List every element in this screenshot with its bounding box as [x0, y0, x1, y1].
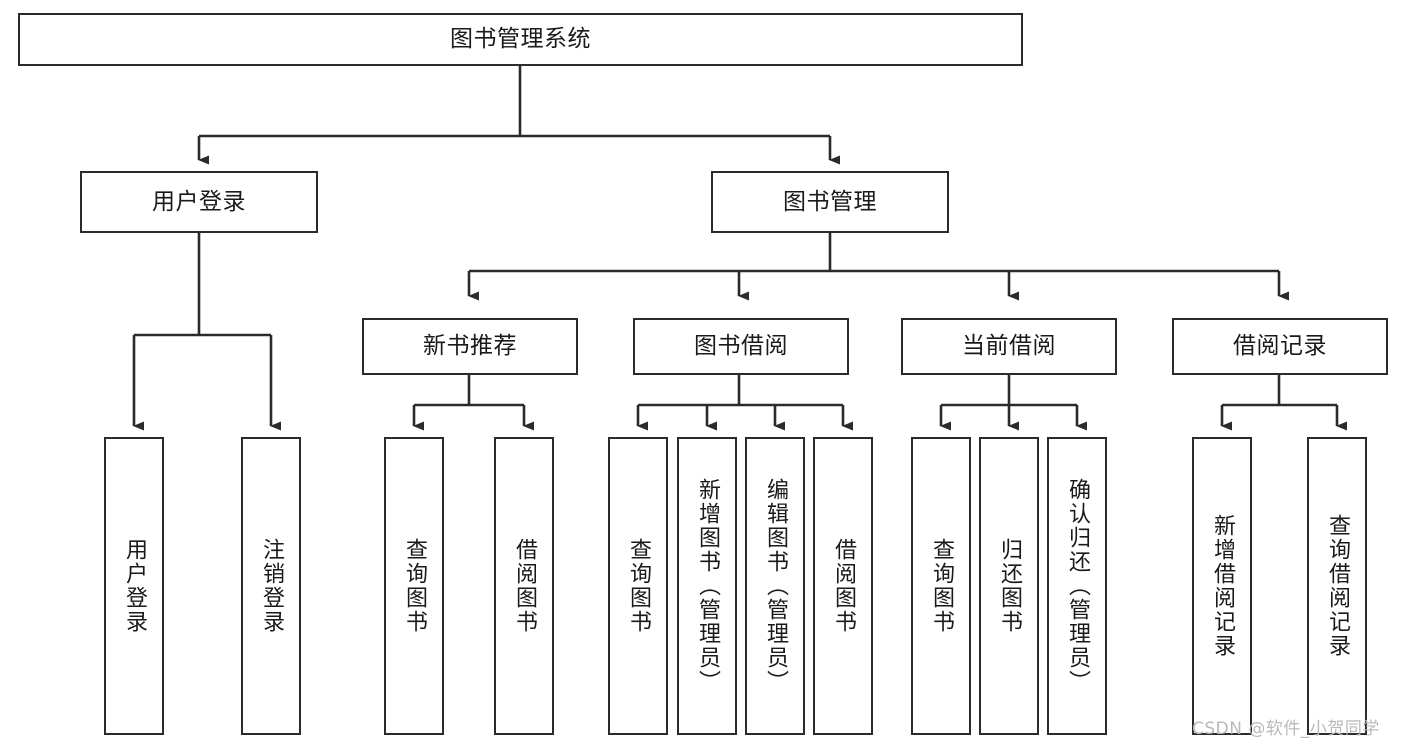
node-leaf-newbook-query-label: 查询图书 [402, 538, 427, 634]
node-leaf-current-query-label: 查询图书 [929, 538, 954, 634]
node-borrow-records[interactable]: 借阅记录 [1172, 318, 1388, 375]
node-book-borrow-label: 图书借阅 [694, 333, 788, 360]
node-user-login-label: 用户登录 [152, 188, 246, 215]
node-leaf-borrow-edit[interactable]: 编辑图书（管理员） [745, 437, 805, 735]
node-leaf-newbook-borrow-label: 借阅图书 [512, 538, 537, 634]
node-current-borrow[interactable]: 当前借阅 [901, 318, 1117, 375]
node-leaf-user-logout-label: 注销登录 [259, 538, 284, 634]
node-leaf-newbook-query[interactable]: 查询图书 [384, 437, 444, 735]
node-leaf-borrow-add-label: 新增图书（管理员） [695, 478, 720, 694]
node-leaf-borrow-query[interactable]: 查询图书 [608, 437, 668, 735]
node-leaf-borrow-borrow-label: 借阅图书 [831, 538, 856, 634]
node-leaf-current-return[interactable]: 归还图书 [979, 437, 1039, 735]
node-root-label: 图书管理系统 [450, 26, 591, 53]
node-leaf-record-query[interactable]: 查询借阅记录 [1307, 437, 1367, 735]
node-user-login[interactable]: 用户登录 [80, 171, 318, 233]
node-new-book-recommend[interactable]: 新书推荐 [362, 318, 578, 375]
node-leaf-current-confirm-label: 确认归还（管理员） [1065, 478, 1090, 694]
node-leaf-borrow-borrow[interactable]: 借阅图书 [813, 437, 873, 735]
node-book-management-label: 图书管理 [783, 188, 877, 215]
node-leaf-user-logout[interactable]: 注销登录 [241, 437, 301, 735]
node-new-book-recommend-label: 新书推荐 [423, 333, 517, 360]
node-book-management[interactable]: 图书管理 [711, 171, 949, 233]
node-leaf-borrow-edit-label: 编辑图书（管理员） [763, 478, 788, 694]
node-leaf-current-confirm[interactable]: 确认归还（管理员） [1047, 437, 1107, 735]
node-leaf-newbook-borrow[interactable]: 借阅图书 [494, 437, 554, 735]
node-leaf-user-login[interactable]: 用户登录 [104, 437, 164, 735]
node-leaf-record-query-label: 查询借阅记录 [1325, 514, 1350, 658]
node-current-borrow-label: 当前借阅 [962, 333, 1056, 360]
csdn-watermark: CSDN @软件_小贺同学 [1192, 719, 1380, 739]
node-leaf-current-return-label: 归还图书 [997, 538, 1022, 634]
node-leaf-current-query[interactable]: 查询图书 [911, 437, 971, 735]
node-leaf-user-login-label: 用户登录 [122, 538, 147, 634]
node-root[interactable]: 图书管理系统 [18, 13, 1023, 66]
node-leaf-borrow-query-label: 查询图书 [626, 538, 651, 634]
node-leaf-record-add[interactable]: 新增借阅记录 [1192, 437, 1252, 735]
node-borrow-records-label: 借阅记录 [1233, 333, 1327, 360]
node-leaf-record-add-label: 新增借阅记录 [1210, 514, 1235, 658]
node-book-borrow[interactable]: 图书借阅 [633, 318, 849, 375]
node-leaf-borrow-add[interactable]: 新增图书（管理员） [677, 437, 737, 735]
